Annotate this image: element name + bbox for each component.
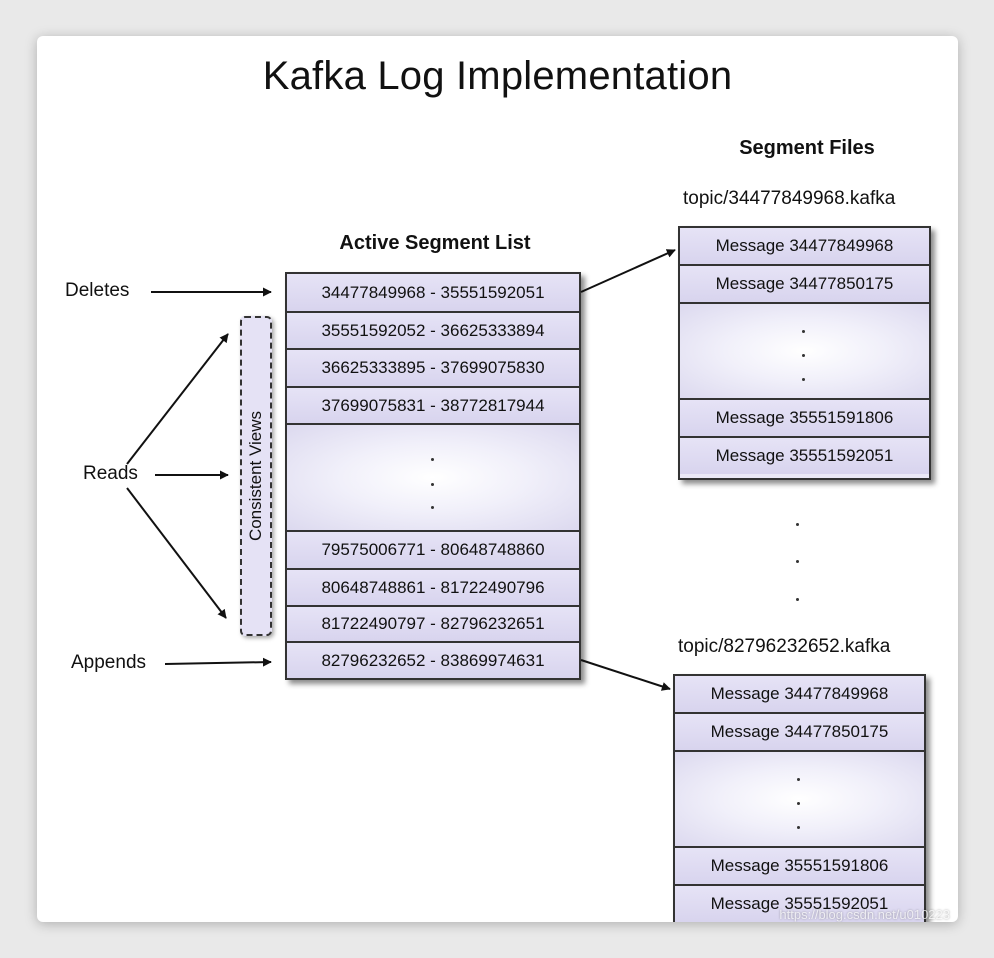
reads-arrow-up	[126, 333, 229, 465]
ellipsis-dot	[802, 378, 805, 381]
arrows-layer	[126, 249, 676, 691]
segment-gap	[287, 425, 579, 532]
ellipsis-dot	[797, 826, 800, 829]
message-row: Message 34477849968	[680, 228, 929, 266]
segment-file-2: Message 34477849968 Message 34477850175 …	[673, 674, 926, 922]
ellipsis-dot	[431, 483, 434, 486]
diagram-canvas: Kafka Log Implementation Active Segment …	[37, 36, 958, 922]
segment-file-1: Message 34477849968 Message 34477850175 …	[678, 226, 931, 480]
message-row: Message 34477850175	[675, 714, 924, 752]
segment-file-1-name: topic/34477849968.kafka	[683, 188, 896, 209]
diagram-title: Kafka Log Implementation	[262, 54, 733, 98]
segment-range-7: 81722490797 - 82796232651	[287, 607, 579, 643]
watermark: https://blog.csdn.net/u010223	[779, 907, 950, 922]
ellipsis-dot	[797, 778, 800, 781]
reads-label: Reads	[83, 463, 138, 484]
active-segment-list: 34477849968 - 35551592051 35551592052 - …	[285, 272, 581, 680]
segment-range-5: 79575006771 - 80648748860	[287, 532, 579, 570]
consistent-views-box: Consistent Views	[240, 316, 272, 636]
message-row: Message 35551591806	[675, 848, 924, 886]
message-row: Message 35551592051	[675, 886, 924, 922]
ellipsis-dot	[796, 598, 799, 601]
ellipsis-dot	[802, 330, 805, 333]
appends-arrow	[164, 657, 272, 667]
message-gap	[680, 304, 929, 400]
message-row: Message 34477850175	[680, 266, 929, 304]
ellipsis-dot	[796, 523, 799, 526]
ellipsis-dot	[796, 560, 799, 563]
ellipsis-dot	[797, 802, 800, 805]
segment-files-heading: Segment Files	[739, 137, 875, 159]
segment-range-6: 80648748861 - 81722490796	[287, 570, 579, 607]
segment-range-4: 37699075831 - 38772817944	[287, 388, 579, 425]
ellipsis-dot	[431, 458, 434, 461]
segment-range-3: 36625333895 - 37699075830	[287, 350, 579, 388]
last-segment-to-file-arrow	[580, 659, 671, 691]
message-row: Message 34477849968	[675, 676, 924, 714]
segment-range-2: 35551592052 - 36625333894	[287, 313, 579, 350]
appends-label: Appends	[71, 652, 147, 673]
segment-file-2-name: topic/82796232652.kafka	[678, 636, 891, 657]
reads-arrow-down	[126, 487, 227, 619]
message-gap	[675, 752, 924, 848]
deletes-label: Deletes	[65, 280, 130, 301]
segment-range-8: 82796232652 - 83869974631	[287, 643, 579, 678]
ellipsis-dot	[802, 354, 805, 357]
active-segment-list-heading: Active Segment List	[339, 232, 531, 254]
first-segment-to-file-arrow	[580, 249, 676, 293]
ellipsis-dot	[431, 506, 434, 509]
segment-range-1: 34477849968 - 35551592051	[287, 274, 579, 313]
message-row: Message 35551591806	[680, 400, 929, 438]
message-row: Message 35551592051	[680, 438, 929, 474]
